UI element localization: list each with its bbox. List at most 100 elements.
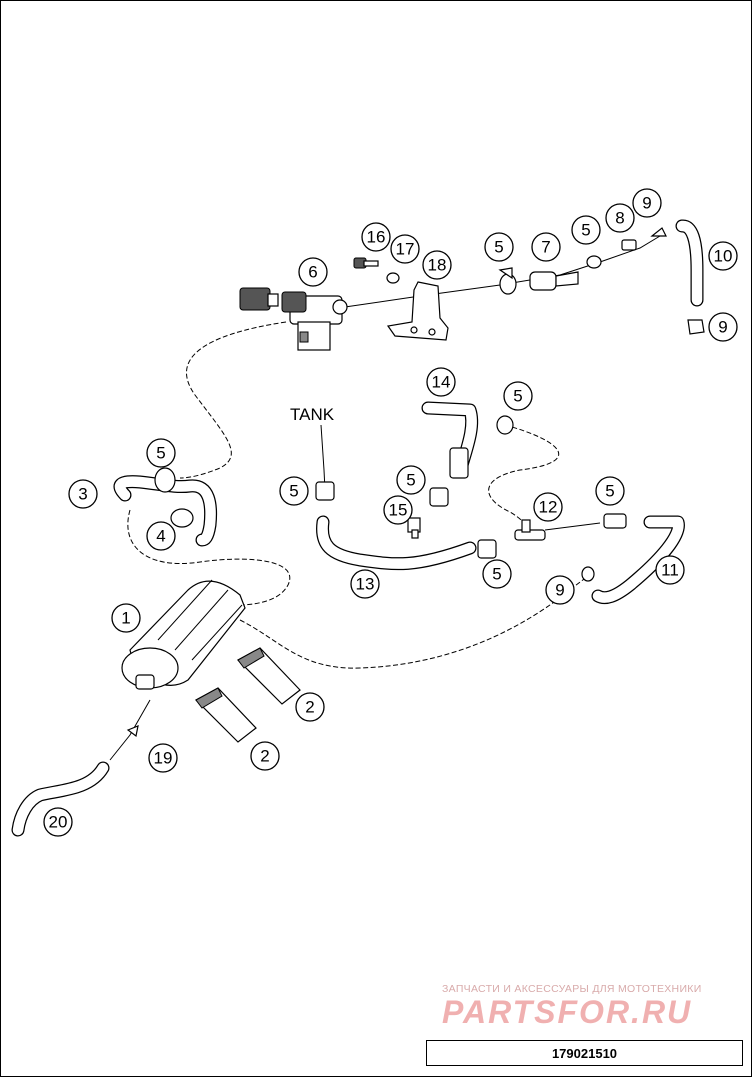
hose-14-elbow [449, 447, 469, 479]
callout-5-h: 5 [571, 215, 601, 245]
clamp-5-f [477, 539, 497, 559]
callout-14: 14 [426, 367, 456, 397]
route-line-hose3-to-canister [127, 509, 291, 606]
route-line-junction12-to-hose11 [544, 522, 601, 531]
svg-text:20: 20 [49, 813, 68, 832]
svg-text:10: 10 [714, 247, 733, 266]
callout-13: 13 [350, 569, 380, 599]
svg-text:18: 18 [428, 256, 447, 275]
fitting-7 [529, 271, 579, 291]
svg-text:4: 4 [156, 527, 165, 546]
callout-4: 4 [146, 521, 176, 551]
clamp-4 [170, 508, 194, 528]
svg-text:5: 5 [492, 565, 501, 584]
hose-13 [316, 515, 477, 571]
nipple-15 [407, 517, 421, 539]
drawing-number: 179021510 [551, 1045, 618, 1061]
drawing-number-box: 179021510 [426, 1040, 743, 1066]
svg-text:2: 2 [305, 698, 314, 717]
callout-5-b: 5 [279, 476, 309, 506]
svg-text:13: 13 [356, 575, 375, 594]
callout-2-upper: 2 [295, 692, 325, 722]
purge-valve [281, 291, 348, 351]
callout-17: 17 [390, 234, 420, 264]
svg-text:2: 2 [260, 747, 269, 766]
callout-8: 8 [605, 203, 635, 233]
clamp-5-e [429, 487, 449, 507]
t-junction-12 [514, 519, 546, 541]
clamp-5-b [154, 467, 176, 493]
washer-17 [386, 272, 400, 284]
callout-12: 12 [533, 492, 563, 522]
svg-text:19: 19 [154, 749, 173, 768]
clamp-5-top [586, 255, 602, 269]
svg-text:1: 1 [121, 609, 130, 628]
clamp-5-d [496, 415, 514, 435]
canister-bracket-2-upper [237, 647, 301, 705]
route-line-hose14-to-junction12 [488, 424, 559, 529]
electrical-connector [239, 287, 279, 311]
callout-7: 7 [531, 232, 561, 262]
clamp-5-a [498, 267, 517, 295]
svg-text:12: 12 [539, 498, 558, 517]
clamp-5-g [603, 513, 627, 529]
bolt-16 [353, 257, 379, 269]
callout-18: 18 [422, 250, 452, 280]
callout-10: 10 [708, 241, 738, 271]
route-line-purge-valve-to-hose3 [179, 321, 287, 479]
svg-text:8: 8 [615, 209, 624, 228]
fitting-8 [621, 239, 637, 251]
callout-9-top: 9 [632, 188, 662, 218]
callout-5-g: 5 [484, 232, 514, 262]
svg-text:9: 9 [555, 581, 564, 600]
route-line-tank-pointer [320, 424, 326, 491]
clip-9-top [650, 227, 667, 237]
svg-text:5: 5 [605, 482, 614, 501]
hose-3 [113, 475, 218, 547]
callout-19: 19 [148, 743, 178, 773]
tank-label: TANK [290, 405, 335, 424]
watermark-logo-text: PARTSFOR.RU [442, 995, 692, 1029]
clip-9-right [687, 319, 705, 335]
callout-9-lower: 9 [545, 575, 575, 605]
callout-1: 1 [111, 603, 141, 633]
svg-text:17: 17 [396, 240, 415, 259]
hose-11 [591, 515, 685, 605]
route-line-clamp19-to-hose20 [109, 699, 151, 761]
callout-15: 15 [383, 495, 413, 525]
svg-text:3: 3 [78, 485, 87, 504]
svg-text:15: 15 [389, 501, 408, 520]
charcoal-canister [121, 579, 246, 690]
svg-text:14: 14 [432, 373, 451, 392]
svg-text:7: 7 [541, 238, 550, 257]
callout-9-right: 9 [708, 312, 738, 342]
route-line-canister-to-hose11 [239, 573, 593, 669]
callout-5-e: 5 [503, 381, 533, 411]
svg-text:6: 6 [308, 263, 317, 282]
callout-5-d: 5 [482, 559, 512, 589]
svg-text:5: 5 [494, 238, 503, 257]
svg-text:9: 9 [718, 318, 727, 337]
mounting-bracket [386, 281, 449, 341]
clip-19 [126, 725, 139, 738]
callout-5-c: 5 [396, 465, 426, 495]
svg-text:5: 5 [513, 387, 522, 406]
clamp-5-c [315, 481, 335, 501]
callout-20: 20 [43, 807, 73, 837]
callout-6: 6 [298, 257, 328, 287]
svg-text:5: 5 [289, 482, 298, 501]
svg-text:5: 5 [406, 471, 415, 490]
hose-10 [675, 219, 704, 307]
clamp-9-lower [581, 566, 595, 582]
canister-bracket-2-lower [195, 687, 257, 743]
callout-5-a: 5 [146, 438, 176, 468]
callout-3: 3 [68, 479, 98, 509]
svg-text:11: 11 [661, 561, 679, 580]
svg-text:9: 9 [642, 194, 651, 213]
callout-16: 16 [361, 222, 391, 252]
callout-5-f: 5 [595, 476, 625, 506]
callout-11: 11 [655, 555, 685, 585]
watermark-logo: PARTSFOR.RU [442, 995, 692, 1029]
callout-2-lower: 2 [250, 741, 280, 771]
